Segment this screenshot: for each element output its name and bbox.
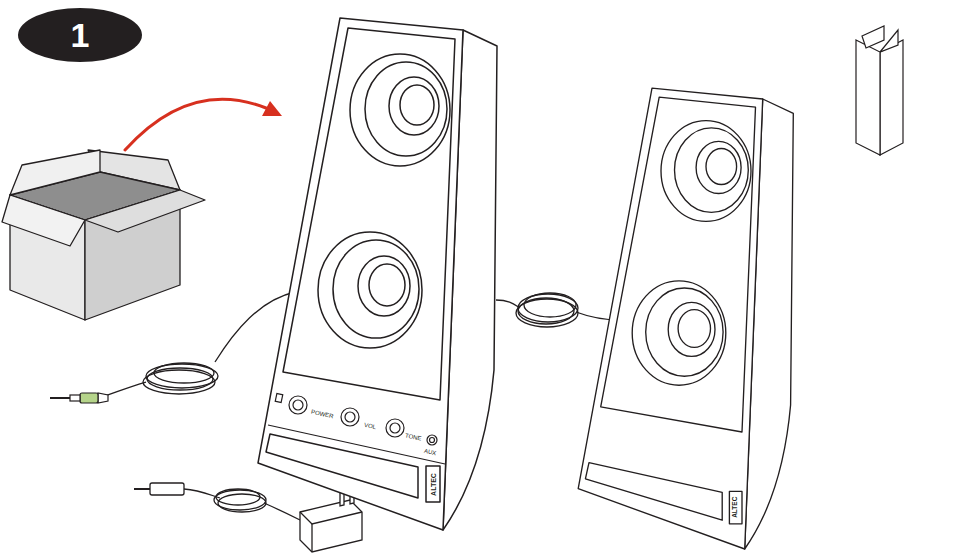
right-speaker — [578, 88, 793, 549]
control-panel — [268, 393, 445, 464]
control-label: TONE — [404, 432, 421, 441]
callout-oval — [18, 8, 142, 62]
audio-cable — [98, 292, 295, 398]
control-label: POWER — [310, 409, 333, 420]
callout-number: 1 — [71, 18, 90, 52]
brand-logo: ALTEC — [733, 496, 740, 517]
audio-plug — [50, 393, 108, 403]
speaker-cable — [496, 293, 620, 327]
brand-logo: ALTEC — [430, 473, 437, 496]
unpack-arrow — [125, 99, 282, 150]
left-speaker — [258, 18, 497, 530]
control-label: VOL — [363, 422, 376, 430]
carton-box — [2, 150, 205, 320]
control-label: AUX — [423, 448, 436, 456]
manual-booklet — [856, 26, 903, 155]
